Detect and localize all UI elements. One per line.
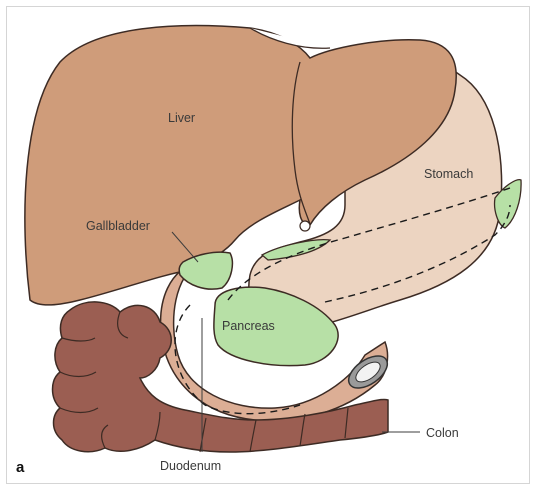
panel-letter: a [16, 459, 25, 476]
liver-label: Liver [168, 111, 195, 125]
pancreas-label: Pancreas [222, 319, 275, 333]
round-ligament [300, 221, 310, 231]
duodenum-label: Duodenum [160, 459, 221, 473]
gallbladder-label: Gallbladder [86, 219, 150, 233]
stomach-label: Stomach [424, 167, 473, 181]
colon-label: Colon [426, 426, 459, 440]
